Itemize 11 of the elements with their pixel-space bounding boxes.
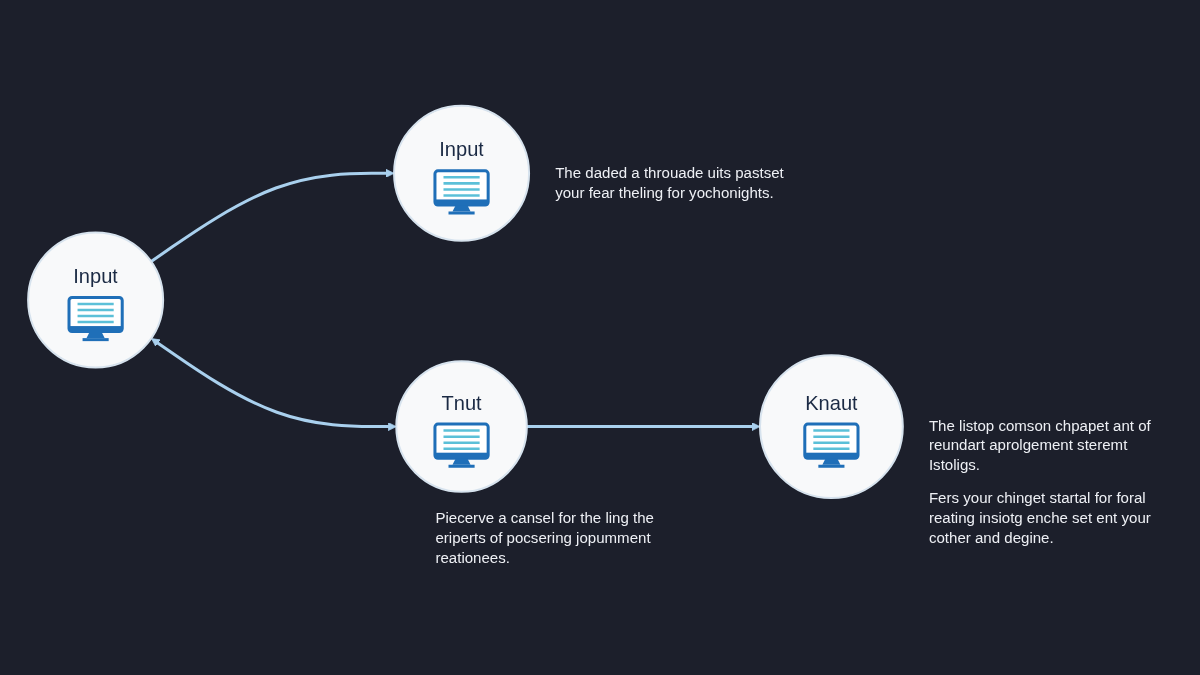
description-text: The daded a throuade uits pastset your fear theling for yochonights. xyxy=(555,163,785,203)
arrow xyxy=(150,168,395,263)
node-circle: Input xyxy=(393,104,531,242)
description-text: Piecerve a cansel for the ling the eriperts of pocsering jopumment reationees. xyxy=(435,507,655,567)
node-circle: Input xyxy=(27,231,165,369)
node-circle: Tnut xyxy=(395,360,528,493)
description-text: The listop comson chpapet ant of reundart aprolgement steremt Istoligs. xyxy=(928,415,1152,475)
node-circle: Knaut xyxy=(759,354,904,499)
arrow xyxy=(151,338,397,431)
arrow xyxy=(526,422,761,431)
description-text: Fers your chinget startal for foral reating insiotg enche set ent your cother and degine. xyxy=(928,488,1152,548)
